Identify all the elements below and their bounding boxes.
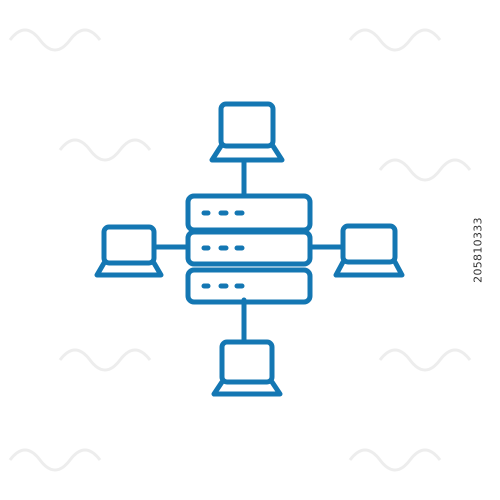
server-unit-middle [185,229,313,267]
server-unit-bottom [185,267,313,305]
laptop-bottom-icon [211,339,283,397]
laptop-left-icon [94,224,164,278]
server-unit-top [185,193,313,233]
network-connectors [152,157,346,345]
laptop-top-icon [209,101,285,163]
watermark-pattern [8,28,472,472]
laptop-right-icon [333,223,405,278]
server-stack [185,193,313,305]
stock-image-id: 205810333 [471,217,485,283]
